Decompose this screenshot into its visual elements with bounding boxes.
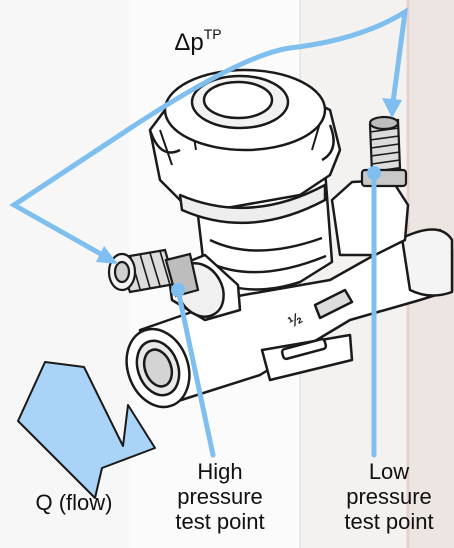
delta-p-label: ΔpTP: [158, 22, 238, 55]
low-pressure-marker: [367, 166, 381, 180]
high-pressure-label: High pressure test point: [150, 459, 290, 534]
low-pressure-line-2: pressure: [346, 484, 432, 509]
delta-p-symbol: Δp: [174, 29, 204, 56]
flow-label: Q (flow): [35, 490, 113, 515]
delta-p-arrowhead-right: [382, 98, 402, 118]
high-pressure-line-1: High: [197, 459, 243, 484]
high-pressure-marker: [171, 283, 185, 297]
annotation-lines: [9, 7, 409, 458]
test-point-markers: [171, 166, 381, 297]
low-pressure-line-3: test point: [344, 509, 434, 534]
delta-p-arrowhead-left: [96, 246, 118, 264]
annotation-arrowheads: [96, 98, 402, 264]
delta-p-arc: [9, 7, 409, 261]
delta-p-superscript: TP: [203, 26, 222, 42]
low-pressure-label: Low pressure test point: [324, 459, 454, 534]
high-pressure-leader: [175, 287, 216, 458]
low-pressure-line-1: Low: [368, 459, 410, 484]
flow-arrow: [17, 361, 156, 499]
high-pressure-line-3: test point: [175, 509, 265, 534]
high-pressure-line-2: pressure: [177, 484, 263, 509]
